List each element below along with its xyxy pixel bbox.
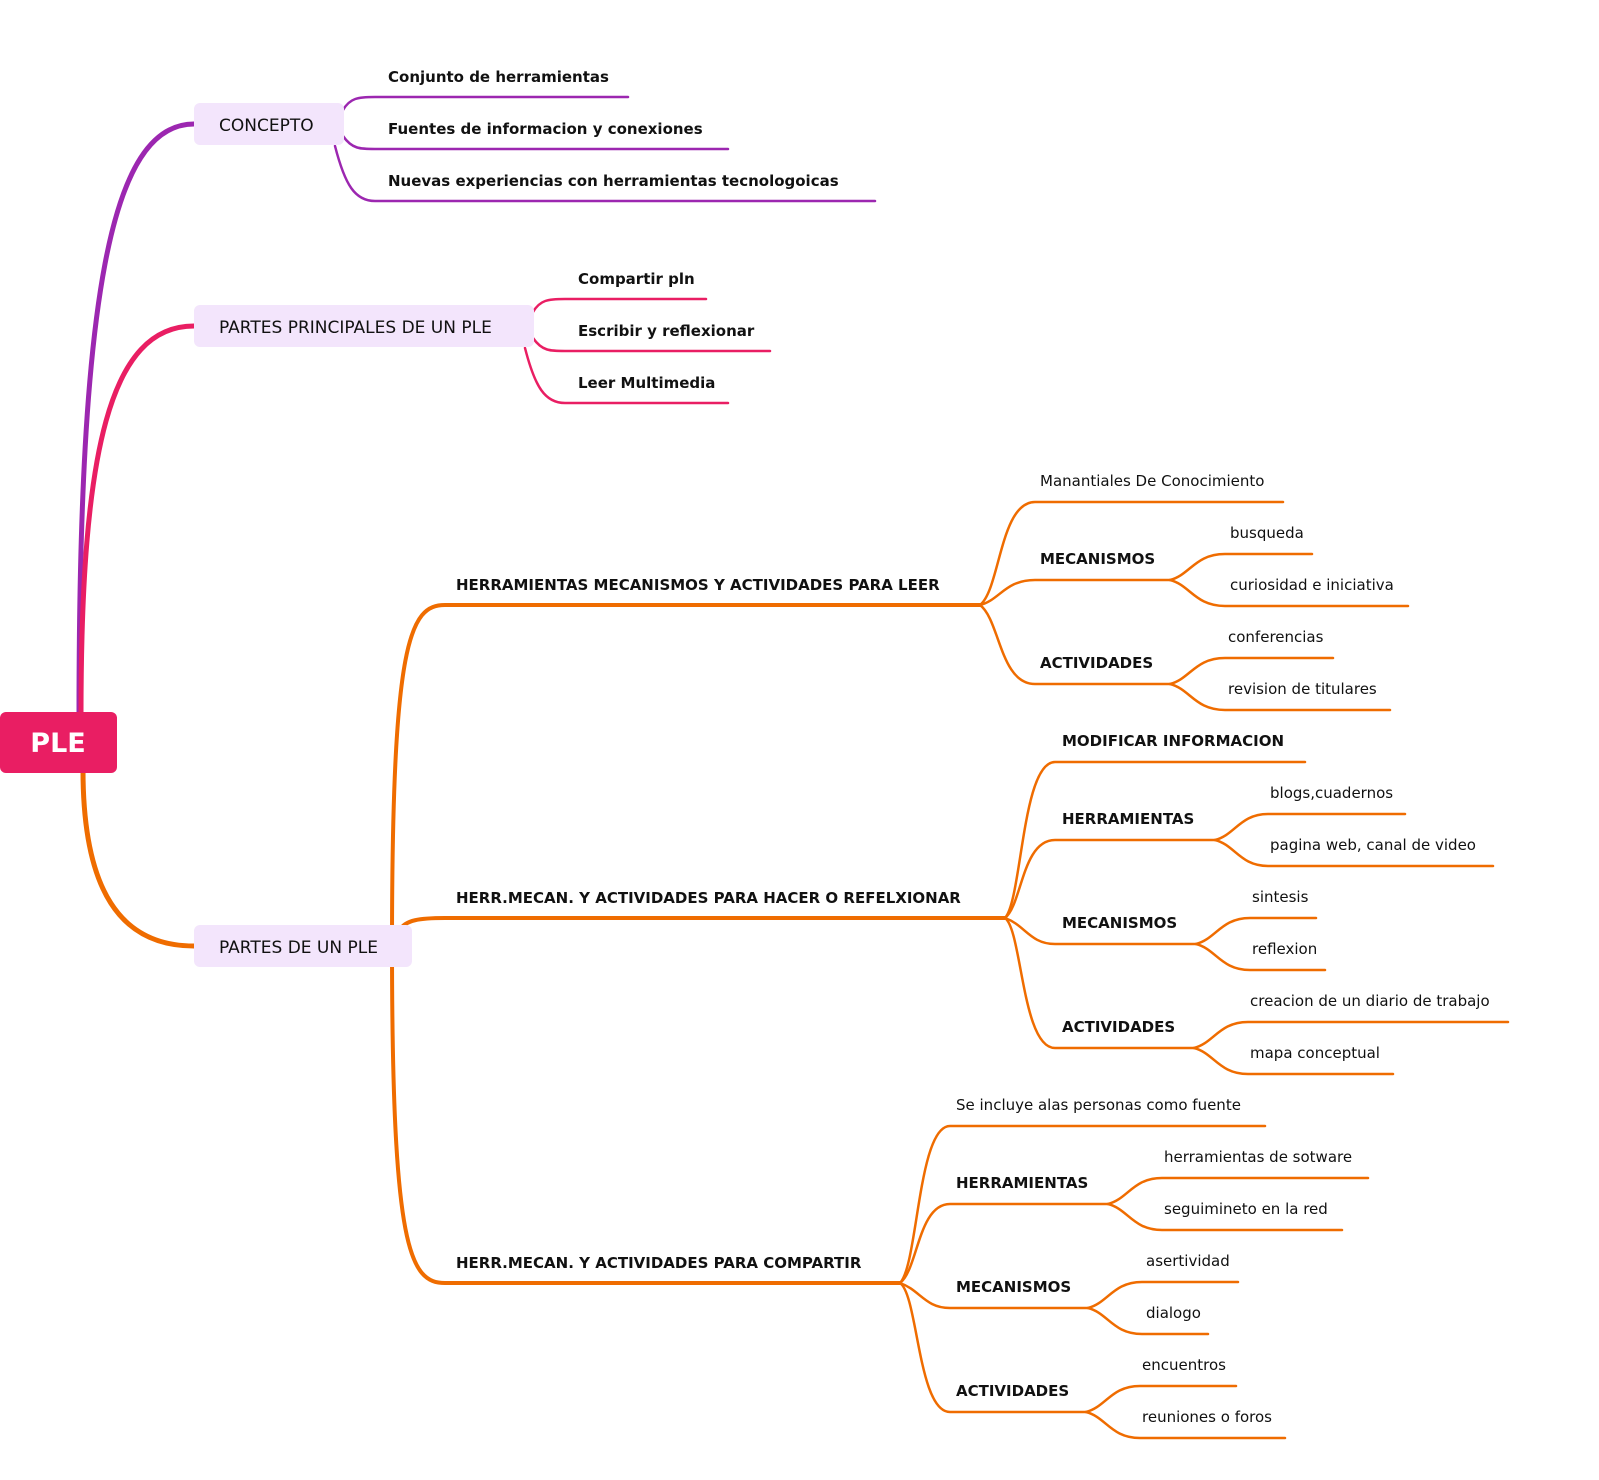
connector-leer-manantiales: [978, 500, 1285, 607]
concepto-item[interactable]: Conjunto de herramientas: [388, 68, 609, 86]
connector-concepto-item-1: [341, 95, 630, 112]
concepto-branch: CONCEPTO Conjunto de herramientas Fuente…: [194, 68, 877, 203]
connector-partes-principales-item-2: [531, 336, 772, 353]
connector-hacer-modificar: [1003, 760, 1307, 920]
hacer-mecanismos-item[interactable]: sintesis: [1252, 888, 1309, 906]
leer-manantiales[interactable]: Manantiales De Conocimiento: [1040, 472, 1264, 490]
connector-root-concepto: [76, 121, 197, 718]
leer-mecanismos-label[interactable]: MECANISMOS: [1040, 550, 1155, 568]
hacer-mecanismos-item[interactable]: reflexion: [1252, 940, 1317, 958]
leer-actividades-label[interactable]: ACTIVIDADES: [1040, 654, 1153, 672]
connector-root-partes: [80, 767, 197, 949]
connector-partes-principales-item-1: [531, 297, 708, 314]
partes-node[interactable]: [194, 925, 412, 967]
compartir-label[interactable]: HERR.MECAN. Y ACTIVIDADES PARA COMPARTIR: [456, 1254, 862, 1272]
hacer-actividades-item[interactable]: creacion de un diario de trabajo: [1250, 992, 1490, 1010]
partes-principales-node[interactable]: [194, 305, 534, 347]
connector-leer-actividades-item-2: [1168, 682, 1392, 712]
compartir-mecanismos-label[interactable]: MECANISMOS: [956, 1278, 1071, 1296]
connector-hacer-actividades: [1003, 916, 1196, 1050]
hacer-modificar[interactable]: MODIFICAR INFORMACION: [1062, 732, 1284, 750]
partes-branch: PARTES DE UN PLE HERRAMIENTAS MECANISMOS…: [194, 472, 1510, 1440]
connector-leer-mecanismos-item-2: [1168, 578, 1410, 608]
connector-leer-actividades: [978, 603, 1172, 686]
leer-mecanismos-item[interactable]: busqueda: [1230, 524, 1304, 542]
hacer-mecanismos-label[interactable]: MECANISMOS: [1062, 914, 1177, 932]
root-node[interactable]: [0, 712, 117, 773]
connector-hacer-herramientas: [1003, 838, 1217, 920]
compartir-actividades-label[interactable]: ACTIVIDADES: [956, 1382, 1069, 1400]
hacer-label[interactable]: HERR.MECAN. Y ACTIVIDADES PARA HACER O R…: [456, 889, 961, 907]
partes-principales-branch: PARTES PRINCIPALES DE UN PLE Compartir p…: [194, 270, 772, 405]
connector-compartir-actividades-item-2: [1084, 1410, 1287, 1440]
partes-label: PARTES DE UN PLE: [219, 938, 378, 958]
connector-compartir-mecanismos: [898, 1281, 1090, 1310]
connector-hacer-actividades-item-2: [1192, 1046, 1395, 1076]
connector-partes-compartir: [390, 944, 902, 1285]
compartir-actividades-item[interactable]: encuentros: [1142, 1356, 1226, 1374]
connector-compartir-mecanismos-item-1: [1086, 1280, 1240, 1310]
connector-partes-leer: [390, 603, 982, 948]
connector-compartir-mecanismos-item-2: [1086, 1306, 1210, 1336]
concepto-label: CONCEPTO: [219, 116, 314, 136]
connector-concepto-item-2: [341, 134, 730, 151]
connector-hacer-mecanismos: [1003, 916, 1198, 946]
compartir-herramientas-item[interactable]: herramientas de sotware: [1164, 1148, 1352, 1166]
connector-hacer-herramientas-item-1: [1213, 812, 1407, 842]
connector-hacer-mecanismos-item-2: [1194, 942, 1327, 972]
hacer-herramientas-item[interactable]: blogs,cuadernos: [1270, 784, 1393, 802]
compartir-mecanismos-item[interactable]: dialogo: [1146, 1304, 1201, 1322]
root-connectors: [76, 121, 197, 949]
compartir-actividades-item[interactable]: reuniones o foros: [1142, 1408, 1272, 1426]
connector-compartir-herramientas: [898, 1202, 1110, 1285]
partes-principales-item[interactable]: Leer Multimedia: [578, 374, 715, 392]
leer-actividades-item[interactable]: revision de titulares: [1228, 680, 1377, 698]
connector-hacer-herramientas-item-2: [1213, 838, 1495, 868]
hacer-actividades-item[interactable]: mapa conceptual: [1250, 1044, 1380, 1062]
leer-actividades-item[interactable]: conferencias: [1228, 628, 1324, 646]
connector-hacer-actividades-item-1: [1192, 1020, 1510, 1050]
hacer-herramientas-item[interactable]: pagina web, canal de video: [1270, 836, 1476, 854]
compartir-personas[interactable]: Se incluye alas personas como fuente: [956, 1096, 1241, 1114]
leer-label[interactable]: HERRAMIENTAS MECANISMOS Y ACTIVIDADES PA…: [456, 576, 940, 594]
concepto-item[interactable]: Nuevas experiencias con herramientas tec…: [388, 172, 839, 190]
connector-leer-actividades-item-1: [1168, 656, 1335, 686]
connector-partes-hacer: [398, 916, 1007, 932]
connector-compartir-herramientas-item-1: [1106, 1176, 1370, 1206]
concepto-node[interactable]: [194, 103, 344, 145]
partes-principales-item[interactable]: Escribir y reflexionar: [578, 322, 755, 340]
connector-leer-mecanismos-item-1: [1168, 552, 1314, 582]
leer-mecanismos-item[interactable]: curiosidad e iniciativa: [1230, 576, 1394, 594]
connector-root-partes-principales: [78, 323, 197, 718]
partes-principales-label: PARTES PRINCIPALES DE UN PLE: [219, 318, 492, 338]
compartir-herramientas-item[interactable]: seguimineto en la red: [1164, 1200, 1328, 1218]
connector-partes-principales-item-3: [523, 346, 730, 405]
root: PLE: [0, 712, 117, 773]
connector-leer-mecanismos: [978, 578, 1172, 607]
concepto-item[interactable]: Fuentes de informacion y conexiones: [388, 120, 703, 138]
connector-compartir-actividades-item-1: [1084, 1384, 1238, 1414]
root-label: PLE: [30, 728, 85, 759]
compartir-mecanismos-item[interactable]: asertividad: [1146, 1252, 1230, 1270]
connector-compartir-actividades: [898, 1281, 1088, 1414]
partes-principales-item[interactable]: Compartir pln: [578, 270, 695, 288]
connector-concepto-item-3: [333, 144, 877, 203]
compartir-herramientas-label[interactable]: HERRAMIENTAS: [956, 1174, 1088, 1192]
connector-compartir-herramientas-item-2: [1106, 1202, 1344, 1232]
hacer-herramientas-label[interactable]: HERRAMIENTAS: [1062, 810, 1194, 828]
connector-hacer-mecanismos-item-1: [1194, 916, 1318, 946]
connector-compartir-personas: [898, 1124, 1267, 1285]
hacer-actividades-label[interactable]: ACTIVIDADES: [1062, 1018, 1175, 1036]
